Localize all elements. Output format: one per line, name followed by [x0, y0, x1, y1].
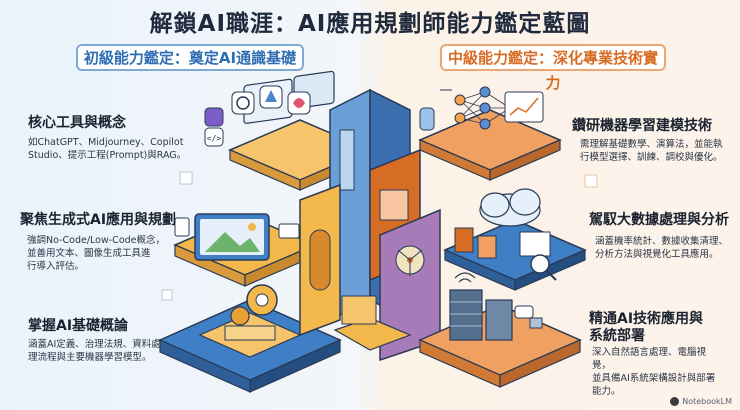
body-line: Studio、提示工程(Prompt)與RAG。: [28, 150, 187, 161]
section-genai-title: 聚焦生成式AI應用與規劃: [20, 212, 177, 228]
watermark: NotebookLM: [670, 397, 732, 406]
section-deployment-title: 精通AI技術應用與 系統部署: [589, 311, 703, 345]
body-line: 行導入評估。: [27, 261, 85, 272]
body-line: 行模型選擇、訓練、調校與優化。: [580, 152, 723, 163]
body-line: 需理解基礎數學、演算法，並能執: [580, 139, 723, 150]
generative-platform: [173, 213, 317, 287]
body-line: 如ChatGPT、Midjourney、Copilot: [28, 137, 184, 148]
section-ml-modeling-title: 鑽研機器學習建模技術: [572, 118, 712, 134]
title-line: 系統部署: [589, 328, 645, 344]
basic-level-banner: 初級能力鑑定：奠定AI通識基礎: [76, 44, 304, 71]
svg-text:</>: </>: [207, 134, 222, 143]
notebooklm-logo-icon: [670, 397, 680, 406]
title-line: 精通AI技術應用與: [589, 311, 704, 327]
body-line: 分析方法與視覺化工具應用。: [595, 249, 719, 260]
section-ml-modeling-body: 需理解基礎數學、演算法，並能執 行模型選擇、訓練、調校與優化。: [580, 138, 730, 164]
section-core-tools-body: 如ChatGPT、Midjourney、Copilot Studio、提示工程(…: [28, 136, 198, 162]
section-big-data-title: 駕馭大數據處理與分析: [589, 212, 729, 228]
intermediate-level-banner: 中級能力鑑定：深化專業技術實力: [440, 44, 666, 92]
body-line: 涵蓋機率統計、數據收集清理、: [595, 236, 729, 247]
body-line: 能力。: [592, 386, 621, 397]
section-deployment-body: 深入自然語言處理、電腦視覺， 並具備AI系統架構設計與部署 能力。: [592, 346, 722, 398]
body-line: 涵蓋AI定義、治理法規、資料處: [28, 339, 161, 350]
body-line: 深入自然語言處理、電腦視覺，: [592, 347, 707, 371]
section-big-data-body: 涵蓋機率統計、數據收集清理、 分析方法與視覺化工具應用。: [595, 235, 735, 261]
big-data-platform: [443, 188, 587, 291]
app-icons: </>: [204, 85, 311, 147]
page-title: 解鎖AI職涯：AI應用規劃師能力鑑定藍圖: [149, 11, 591, 37]
watermark-text: NotebookLM: [682, 397, 732, 406]
deployment-platform: [418, 272, 582, 388]
foundation-platform: [158, 284, 342, 393]
section-genai-body: 強調No-Code/Low-Code概念， 並善用文本、圖像生成工具進 行導入評…: [27, 234, 167, 273]
neural-network-platform: [418, 86, 562, 181]
body-line: 並具備AI系統架構設計與部署: [592, 373, 716, 384]
center-tower: [299, 88, 441, 362]
section-core-tools-title: 核心工具與概念: [28, 115, 126, 131]
body-line: 並善用文本、圖像生成工具進: [27, 248, 151, 259]
section-ai-basics-body: 涵蓋AI定義、治理法規、資料處 理流程與主要機器學習模型。: [28, 338, 163, 364]
body-line: 理流程與主要機器學習模型。: [28, 352, 152, 363]
section-ai-basics-title: 掌握AI基礎概論: [28, 318, 129, 334]
body-line: 強調No-Code/Low-Code概念，: [27, 235, 166, 246]
